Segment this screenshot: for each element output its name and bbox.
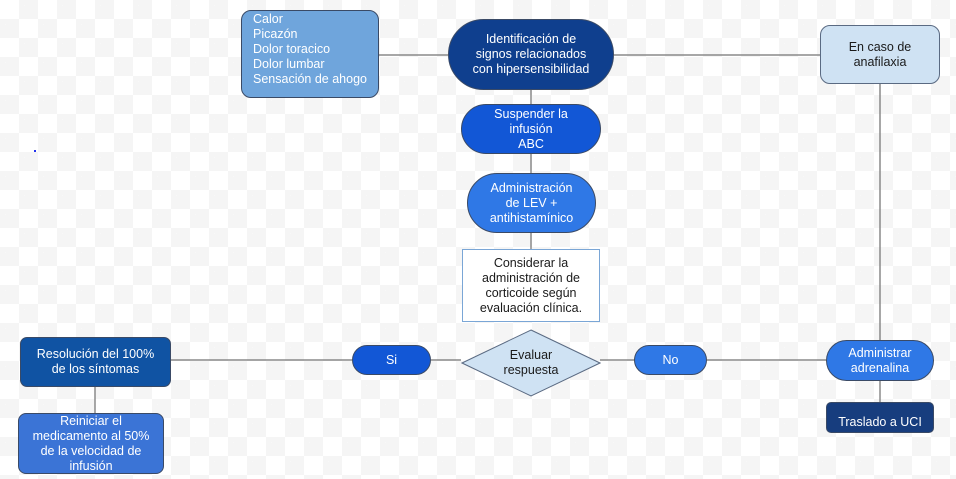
symptom-item: Sensación de ahogo	[253, 72, 367, 86]
resolution-label: Resolución del 100% de los síntomas	[36, 347, 155, 376]
restart-medication-node[interactable]: Reiniciar el medicamento al 50% de la ve…	[18, 413, 164, 474]
yes-label: Si	[385, 352, 398, 367]
adrenaline-label: Administrar adrenalina	[848, 345, 912, 375]
evaluate-decision-node[interactable]	[461, 329, 601, 397]
stray-dot	[34, 150, 36, 152]
symptom-item: Dolor lumbar	[253, 57, 325, 71]
icu-transfer-label: Traslado a UCI	[838, 415, 922, 429]
symptoms-list: Calor Picazón Dolor toracico Dolor lumba…	[253, 12, 367, 87]
yes-node[interactable]: Si	[352, 345, 431, 375]
adrenaline-node[interactable]: Administrar adrenalina	[826, 340, 934, 381]
no-node[interactable]: No	[634, 345, 707, 375]
evaluate-decision-label: Evaluar respuesta	[503, 348, 559, 377]
icu-transfer-node[interactable]: Traslado a UCI	[826, 402, 934, 433]
resolution-node[interactable]: Resolución del 100% de los síntomas	[20, 337, 171, 387]
identification-node[interactable]: Identificación de signos relacionados co…	[448, 19, 614, 90]
symptom-item: Picazón	[253, 27, 298, 41]
decision-diamond	[461, 329, 601, 397]
corticoid-label: Considerar la administración de corticoi…	[479, 255, 583, 315]
anaphylaxis-node[interactable]: En caso de anafilaxia	[820, 25, 940, 84]
anaphylaxis-label: En caso de anafilaxia	[848, 39, 912, 69]
symptom-item: Dolor toracico	[253, 42, 331, 56]
lev-antihistamine-label: Administración de LEV + antihistamínico	[489, 180, 574, 225]
symptoms-box[interactable]: Calor Picazón Dolor toracico Dolor lumba…	[241, 10, 379, 98]
suspend-infusion-label: Suspender la infusión ABC	[494, 106, 568, 151]
corticoid-node[interactable]: Considerar la administración de corticoi…	[462, 249, 600, 322]
evaluate-decision-label-wrap: Evaluar respuesta	[461, 329, 601, 397]
identification-label: Identificación de signos relacionados co…	[472, 32, 590, 76]
lev-antihistamine-node[interactable]: Administración de LEV + antihistamínico	[467, 173, 596, 233]
restart-medication-label: Reiniciar el medicamento al 50% de la ve…	[32, 413, 150, 473]
suspend-infusion-node[interactable]: Suspender la infusión ABC	[461, 104, 601, 154]
symptom-item: Calor	[253, 12, 283, 26]
no-label: No	[662, 352, 679, 367]
